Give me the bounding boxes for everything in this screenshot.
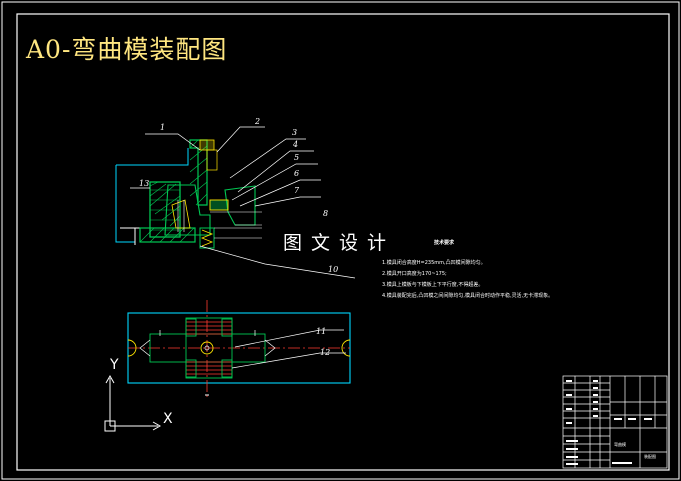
balloon-1: 1: [160, 123, 166, 132]
balloon-3: 3: [292, 128, 298, 137]
ucs-icon: [104, 374, 162, 432]
title-block-name: 弯曲模: [614, 442, 626, 447]
inner-frame: [16, 13, 670, 471]
balloon-13: 13: [139, 179, 150, 188]
balloon-2: 2: [255, 117, 261, 126]
plan-view: [127, 300, 351, 400]
balloon-7: 7: [294, 186, 300, 195]
balloon-12: 12: [320, 348, 331, 357]
notes-heading: 技术要求: [434, 240, 455, 246]
drawing-title: A0-弯曲模装配图: [26, 35, 228, 64]
note-line: 3.模具上模板与下模板上下平行度,不得超差。: [382, 282, 484, 288]
balloon-6: 6: [294, 169, 300, 178]
note-line: 2.模具开口高度为170~175;: [382, 271, 447, 277]
note-line: 4.模具装配完后,凸凹模之间间隙均匀,模具闭合时动作平稳,灵活,无卡滞现象。: [382, 293, 554, 299]
ucs-x-label: X: [163, 411, 173, 427]
ucs-y-label: Y: [110, 357, 119, 373]
balloon-5: 5: [294, 153, 300, 162]
section-view: [115, 126, 356, 279]
technical-notes: 技术要求 1.模具闭合高度H=235mm,凸凹模间隙均匀。 2.模具开口高度为1…: [382, 238, 612, 302]
watermark-text: 图文设计: [283, 232, 396, 254]
balloon-11: 11: [316, 327, 327, 336]
balloon-8: 8: [323, 209, 329, 218]
title-block-sheet: 装配图: [644, 454, 656, 459]
balloon-10: 10: [328, 265, 339, 274]
title-block: [562, 375, 668, 469]
balloon-4: 4: [293, 140, 299, 149]
note-line: 1.模具闭合高度H=235mm,凸凹模间隙均匀。: [382, 260, 486, 266]
